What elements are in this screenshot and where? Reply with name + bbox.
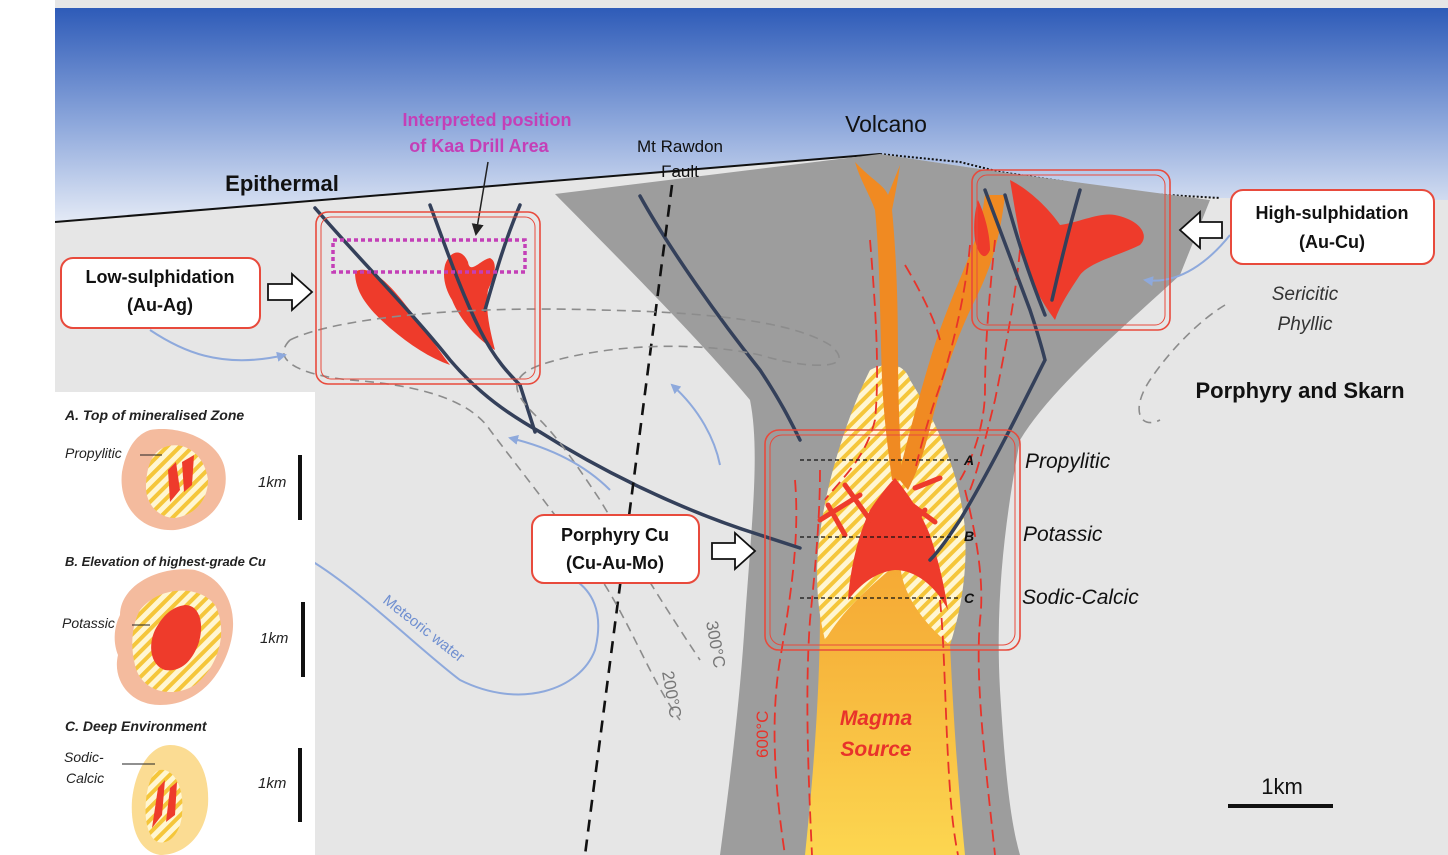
magma-label-line1: Magma — [840, 707, 913, 730]
epithermal-label: Epithermal — [225, 171, 339, 196]
magma-label-line2: Source — [840, 738, 912, 761]
callout-high-sulphidation-line2: (Au-Cu) — [1299, 232, 1365, 252]
inset-c-scale: 1km — [258, 775, 286, 792]
left-margin-strip — [0, 0, 55, 855]
zone-b-name: Potassic — [1023, 523, 1103, 546]
callout-porphyry-cu: Porphyry Cu (Cu-Au-Mo) — [532, 515, 699, 583]
callout-low-sulphidation-line2: (Au-Ag) — [127, 295, 193, 315]
kaa-label-line2: of Kaa Drill Area — [409, 136, 549, 156]
isotherm-600-label: 600°C — [753, 711, 772, 758]
callout-porphyry-cu-line2: (Cu-Au-Mo) — [566, 553, 664, 573]
inset-c-title: C. Deep Environment — [65, 718, 208, 734]
zone-a-name: Propylitic — [1025, 450, 1111, 473]
fault-label-line1: Mt Rawdon — [637, 137, 723, 156]
scale-bar-label: 1km — [1261, 774, 1303, 799]
callout-porphyry-cu-line1: Porphyry Cu — [561, 525, 669, 545]
callout-high-sulphidation: High-sulphidation (Au-Cu) — [1231, 190, 1434, 264]
callout-high-sulphidation-line1: High-sulphidation — [1256, 203, 1409, 223]
inset-c-label2: Calcic — [66, 770, 104, 786]
inset-c-label1: Sodic- — [64, 749, 104, 765]
phyllic-label: Phyllic — [1278, 314, 1333, 335]
porphyry-skarn-label: Porphyry and Skarn — [1195, 378, 1404, 403]
fault-label-line2: Fault — [661, 162, 699, 181]
inset-b-title: B. Elevation of highest-grade Cu — [65, 554, 266, 569]
volcano-label: Volcano — [845, 111, 927, 137]
kaa-label-line1: Interpreted position — [402, 110, 571, 130]
sericitic-label: Sericitic — [1272, 284, 1339, 305]
inset-a-label: Propylitic — [65, 445, 122, 461]
callout-low-sulphidation-line1: Low-sulphidation — [86, 267, 235, 287]
callout-low-sulphidation: Low-sulphidation (Au-Ag) — [61, 258, 260, 328]
inset-b-scale: 1km — [260, 630, 288, 647]
zone-a-letter: A — [963, 452, 974, 468]
inset-a-title: A. Top of mineralised Zone — [64, 407, 244, 423]
zone-c-name: Sodic-Calcic — [1022, 586, 1139, 609]
inset-panel: A. Top of mineralised Zone Propylitic 1k… — [55, 392, 315, 855]
zone-b-letter: B — [964, 528, 974, 544]
zone-c-letter: C — [964, 590, 975, 606]
inset-a-scale: 1km — [258, 474, 286, 491]
inset-b-label: Potassic — [62, 615, 115, 631]
